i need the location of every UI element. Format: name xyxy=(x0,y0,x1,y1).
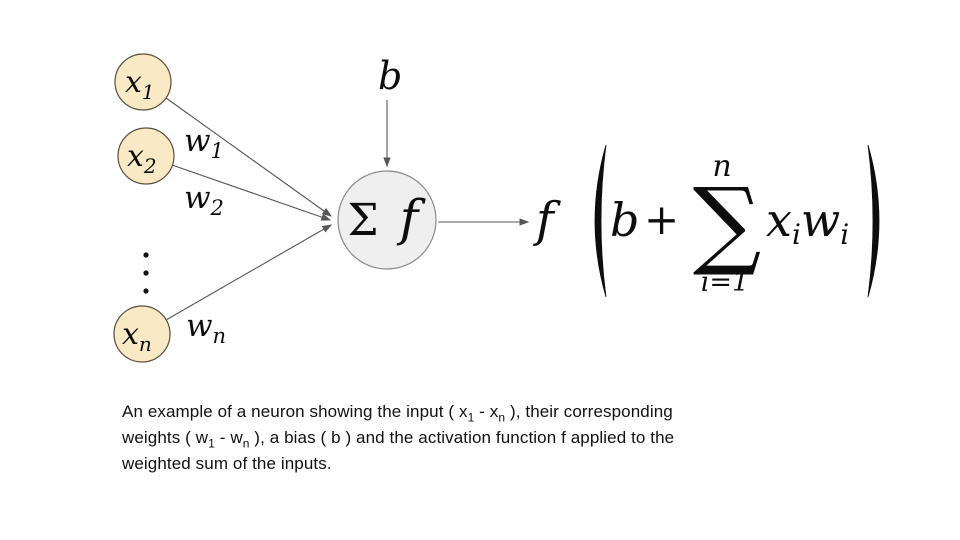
formula-left-paren xyxy=(594,144,607,298)
weight-label-wn: wn xyxy=(186,308,226,348)
x2-sub: 2 xyxy=(143,154,157,178)
sum-symbol: Σ xyxy=(347,195,378,246)
w2-base: w xyxy=(184,180,211,216)
wn-sub: n xyxy=(213,324,227,348)
input-node-x1-label: x1 xyxy=(125,65,155,104)
w1-sub: 1 xyxy=(211,139,224,163)
caption-line2-sub2: n xyxy=(242,436,250,451)
caption-line1-sub2: n xyxy=(498,410,506,425)
summand-x: x xyxy=(766,193,792,247)
input-node-x2-label: x2 xyxy=(127,139,157,178)
formula-bias-term: b xyxy=(610,193,639,247)
caption-line1-text: An example of a neuron showing the input… xyxy=(122,402,468,421)
input-node-xn xyxy=(113,305,171,363)
sum-node xyxy=(337,170,437,270)
formula-sigma: ∑ xyxy=(693,167,762,279)
caption-line2-text: - w xyxy=(214,428,243,447)
formula-lower-limit: i=1 xyxy=(701,267,749,298)
formula-summand: xiwi xyxy=(766,193,849,251)
formula-right-paren xyxy=(867,144,880,298)
caption-line2-text: weights ( w xyxy=(122,428,209,447)
w2-sub: 2 xyxy=(210,196,224,220)
summand-w-sub: i xyxy=(840,218,849,251)
edge-xn-to-sum xyxy=(165,224,333,321)
weight-label-w2: w2 xyxy=(184,180,224,220)
w1-base: w xyxy=(184,123,211,159)
summand-x-sub: i xyxy=(792,218,801,251)
bias-label: b xyxy=(378,54,402,98)
edge-x1-to-sum xyxy=(165,97,333,217)
ellipsis-dot xyxy=(143,270,149,276)
ellipsis-dot xyxy=(143,288,149,294)
caption-line1-sub1: 1 xyxy=(467,410,475,425)
caption-line1-text: ), their corresponding xyxy=(505,402,673,421)
weight-label-w1: w1 xyxy=(184,123,224,163)
formula-upper-limit: n xyxy=(712,149,731,184)
caption-line1-text: - x xyxy=(474,402,499,421)
caption-line2-sub1: 1 xyxy=(208,436,215,451)
caption: An example of a neuron showing the input… xyxy=(122,399,862,477)
x1-sub: 1 xyxy=(142,80,155,104)
caption-line3-text: weighted sum of the inputs. xyxy=(122,454,332,473)
input-node-xn-label: xn xyxy=(122,317,152,356)
xn-sub: n xyxy=(139,332,152,356)
x1-base: x xyxy=(125,65,142,100)
wn-base: w xyxy=(186,308,213,344)
summand-w: w xyxy=(801,193,840,247)
caption-line2-text: ), a bias ( b ) and the activation funct… xyxy=(249,428,675,447)
neuron-diagram: x1 x2 xn w1 w2 wn b Σ f f xyxy=(113,53,880,363)
formula-plus: + xyxy=(644,195,679,244)
ellipsis-dot xyxy=(143,252,149,258)
formula-function: f xyxy=(533,192,561,248)
edge-x2-to-sum xyxy=(171,164,332,221)
x2-base: x xyxy=(127,139,144,174)
input-node-x1 xyxy=(114,53,172,111)
input-node-x2 xyxy=(117,127,175,185)
xn-base: x xyxy=(122,317,139,352)
